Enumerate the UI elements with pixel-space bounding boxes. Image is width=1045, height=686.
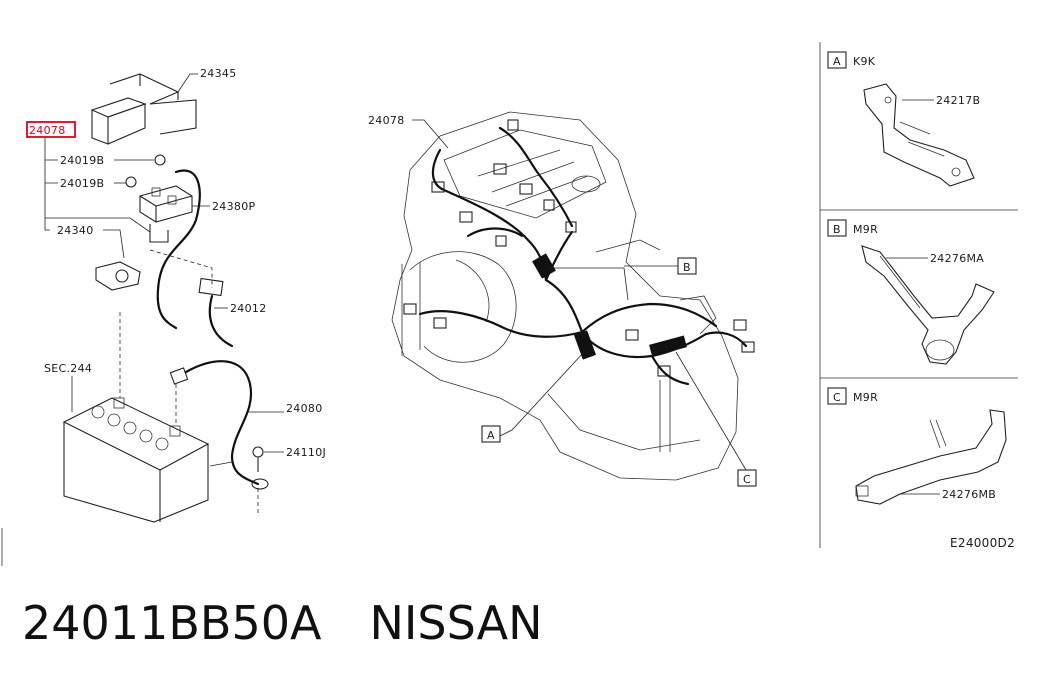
label-24276mb[interactable]: 24276MB — [942, 488, 996, 501]
bracket-24276ma — [861, 245, 995, 365]
battery-area: 24078 24345 24019B 24019B — [26, 67, 326, 523]
label-sec244[interactable]: SEC.244 — [44, 362, 92, 375]
engine-harness — [403, 119, 755, 386]
label-24078-highlighted[interactable]: 24078 — [29, 124, 66, 137]
engine-area: 24078 B A C — [368, 111, 757, 487]
bracket-24276mb — [855, 409, 1007, 505]
label-24019b-2[interactable]: 24019B — [60, 177, 104, 190]
bolt-part — [252, 446, 264, 472]
callout-c[interactable]: C — [743, 473, 751, 486]
label-24019b-1[interactable]: 24019B — [60, 154, 104, 167]
fusible-link-part — [139, 169, 201, 330]
label-24080[interactable]: 24080 — [286, 402, 323, 415]
label-24110j[interactable]: 24110J — [286, 446, 326, 459]
panel-b-variant: M9R — [853, 223, 878, 236]
label-24380p[interactable]: 24380P — [212, 200, 255, 213]
panel-a-letter: A — [833, 55, 841, 68]
label-24012[interactable]: 24012 — [230, 302, 267, 315]
battery-part — [62, 397, 210, 523]
detail-panel-b: B M9R 24276MA — [827, 219, 995, 365]
panel-b-letter: B — [833, 223, 841, 236]
terminal-part — [95, 261, 141, 291]
label-24217b[interactable]: 24217B — [936, 94, 980, 107]
panel-c-letter: C — [833, 391, 841, 404]
panel-a-variant: K9K — [853, 55, 876, 68]
detail-panel-a: A K9K 24217B — [827, 51, 980, 187]
engine-outline — [391, 111, 739, 481]
minus-cable-part — [169, 360, 269, 490]
bracket-24217b — [863, 83, 975, 187]
highlight-box[interactable] — [26, 121, 76, 138]
diagram-code: E24000D2 — [950, 536, 1015, 550]
callout-b[interactable]: B — [683, 261, 691, 274]
detail-panel-c: C M9R 24276MB — [827, 387, 1007, 505]
caption-brand: NISSAN — [369, 596, 543, 650]
label-24078-engine[interactable]: 24078 — [368, 114, 405, 127]
label-24345[interactable]: 24345 — [200, 67, 237, 80]
label-24340[interactable]: 24340 — [57, 224, 94, 237]
detail-panels: A K9K 24217B B M9R 24276MA — [819, 42, 1018, 550]
protector-part — [90, 73, 197, 145]
caption: 24011BB50A NISSAN — [22, 596, 591, 650]
callout-a[interactable]: A — [487, 429, 495, 442]
label-24276ma[interactable]: 24276MA — [930, 252, 984, 265]
caption-part-number: 24011BB50A — [22, 596, 322, 650]
panel-c-variant: M9R — [853, 391, 878, 404]
